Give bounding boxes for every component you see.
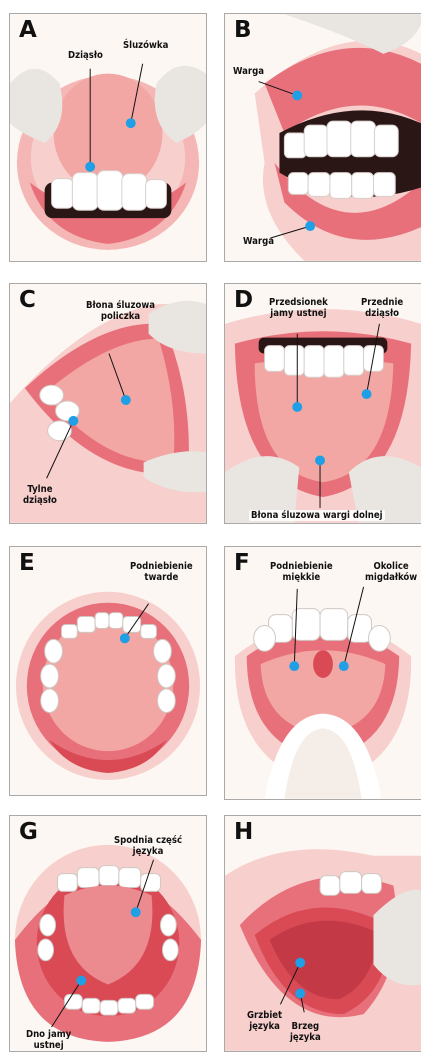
label-tongue-edge: Brzeg języka <box>290 1021 321 1043</box>
label-back-gum: Tylne dziąsło <box>23 484 57 506</box>
marker-dot <box>76 976 86 986</box>
label-hard-palate: Podniebienie twarde <box>130 561 193 583</box>
marker-dot <box>295 988 305 998</box>
label-tongue-dorsum: Grzbiet języka <box>247 1010 282 1032</box>
panel-letter: A <box>19 17 37 43</box>
panel-letter: D <box>234 287 253 313</box>
illustration-lips <box>225 14 421 261</box>
marker-dot <box>315 455 325 465</box>
panel-letter: E <box>19 550 35 576</box>
panel-a: A Dziąsło Śluzówka <box>9 13 207 262</box>
marker-dot <box>292 90 302 100</box>
label-tonsils: Okolice migdałków <box>365 561 417 583</box>
label-upper-lip: Warga <box>233 66 264 77</box>
marker-dot <box>120 633 130 643</box>
marker-dot <box>68 416 78 426</box>
panel-f: F Podniebienie miękkie Okolice migdałków <box>224 546 421 800</box>
marker-dot <box>295 958 305 968</box>
label-gum: Dziąsło <box>68 50 103 61</box>
marker-dot <box>339 661 349 671</box>
panel-letter: C <box>19 287 36 313</box>
panel-b: B Warga Warga <box>224 13 421 262</box>
panel-letter: F <box>234 550 250 576</box>
label-mucosa: Śluzówka <box>123 40 168 51</box>
label-vestibule: Przedsionek jamy ustnej <box>269 297 328 319</box>
label-mouth-floor: Dno jamy ustnej <box>26 1029 71 1051</box>
marker-dot <box>131 907 141 917</box>
illustration-lower-lip-mucosa <box>225 284 421 523</box>
label-cheek-mucosa: Błona śluzowa policzka <box>86 300 155 322</box>
marker-dot <box>126 118 136 128</box>
panel-h: H Grzbiet języka Brzeg języka <box>224 815 421 1052</box>
label-lower-lip: Warga <box>243 236 274 247</box>
panel-g: G Spodnia część języka Dno jamy ustnej <box>9 815 207 1052</box>
marker-dot <box>362 389 372 399</box>
marker-dot <box>292 402 302 412</box>
marker-dot <box>305 221 315 231</box>
label-front-gum: Przednie dziąsło <box>361 297 403 319</box>
marker-dot <box>85 162 95 172</box>
illustration-gums-mucosa <box>10 14 206 261</box>
panel-d: D Przedsionek jamy ustnej Przednie dziąs… <box>224 283 421 524</box>
panel-letter: H <box>234 819 253 845</box>
marker-dot <box>289 661 299 671</box>
illustration-soft-palate <box>225 547 421 799</box>
panel-letter: B <box>234 17 252 43</box>
panel-c: C Błona śluzowa policzka Tylne dziąsło <box>9 283 207 524</box>
marker-dot <box>121 395 131 405</box>
label-lower-lip-mucosa: Błona śluzowa wargi dolnej <box>249 510 385 521</box>
label-tongue-underside: Spodnia część języka <box>114 835 182 857</box>
illustration-hard-palate <box>10 547 206 795</box>
panel-letter: G <box>19 819 38 845</box>
panel-e: E Podniebienie twarde <box>9 546 207 796</box>
label-soft-palate: Podniebienie miękkie <box>270 561 333 583</box>
